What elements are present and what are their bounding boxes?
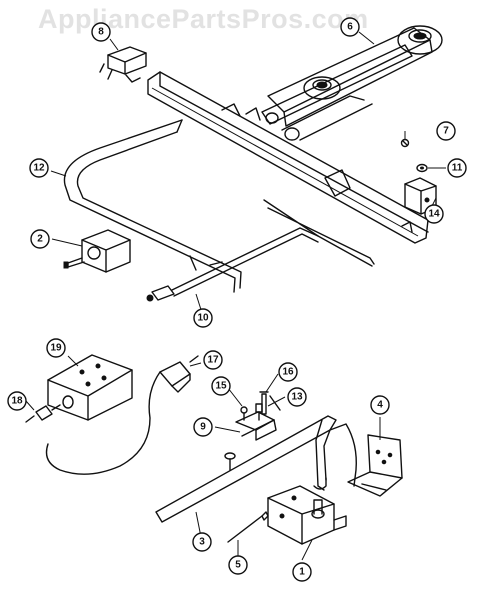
svg-text:7: 7 [443, 126, 449, 137]
part-10-fitting[interactable] [146, 199, 375, 302]
part-8-bracket[interactable] [99, 46, 147, 83]
part-3-tube-assembly[interactable] [155, 395, 357, 523]
burner-manifold [147, 71, 429, 244]
part-9-bracket-assembly[interactable] [224, 411, 277, 471]
callout-18: 18 [7, 391, 27, 411]
svg-text:16: 16 [282, 367, 294, 378]
svg-text:10: 10 [197, 313, 209, 324]
callout-8: 8 [91, 22, 111, 42]
part-13-screw[interactable] [255, 403, 263, 421]
svg-text:4: 4 [377, 400, 383, 411]
svg-text:11: 11 [452, 163, 463, 174]
part-12-gas-tube[interactable] [63, 119, 242, 293]
callout-19: 19 [46, 338, 66, 358]
svg-text:18: 18 [11, 396, 23, 407]
callout-4: 4 [370, 395, 390, 415]
svg-text:2: 2 [37, 234, 43, 245]
callout-10: 10 [193, 308, 213, 328]
callout-2: 2 [30, 229, 50, 249]
part-14-bracket[interactable] [404, 177, 437, 215]
part-1-thermostat-valve[interactable] [267, 485, 347, 545]
svg-text:19: 19 [50, 343, 62, 354]
svg-text:5: 5 [235, 560, 241, 571]
callout-11: 11 [447, 158, 467, 178]
part-4-angle-bracket[interactable] [347, 434, 403, 497]
leader-lines [25, 31, 446, 565]
callout-14: 14 [424, 204, 444, 224]
callout-13: 13 [287, 387, 307, 407]
callout-3: 3 [192, 532, 212, 552]
part-16-pin[interactable] [259, 391, 269, 415]
svg-text:15: 15 [215, 381, 227, 392]
part-7-screw[interactable] [400, 138, 410, 148]
part-2-valve[interactable] [63, 229, 131, 273]
svg-text:12: 12 [33, 163, 45, 174]
svg-text:9: 9 [200, 422, 206, 433]
svg-text:8: 8 [98, 27, 104, 38]
svg-text:3: 3 [199, 537, 205, 548]
part-5-screw[interactable] [227, 511, 269, 543]
svg-text:6: 6 [347, 22, 353, 33]
part-18-electrode[interactable] [25, 404, 61, 423]
part-19-ignition-block[interactable] [47, 354, 133, 421]
svg-text:1: 1 [299, 567, 305, 578]
callout-1: 1 [292, 562, 312, 582]
svg-text:17: 17 [207, 355, 219, 366]
callout-9: 9 [193, 417, 213, 437]
callout-5: 5 [228, 555, 248, 575]
callout-16: 16 [278, 362, 298, 382]
callout-17: 17 [203, 350, 223, 370]
callout-7: 7 [436, 121, 456, 141]
svg-text:14: 14 [428, 209, 440, 220]
callout-15: 15 [211, 376, 231, 396]
part-17-connector[interactable] [45, 355, 199, 475]
callout-6: 6 [340, 17, 360, 37]
part-11-washer[interactable] [416, 163, 428, 173]
callout-12: 12 [29, 158, 49, 178]
part-6-burner-assembly[interactable] [261, 25, 443, 141]
svg-text:13: 13 [291, 392, 303, 403]
